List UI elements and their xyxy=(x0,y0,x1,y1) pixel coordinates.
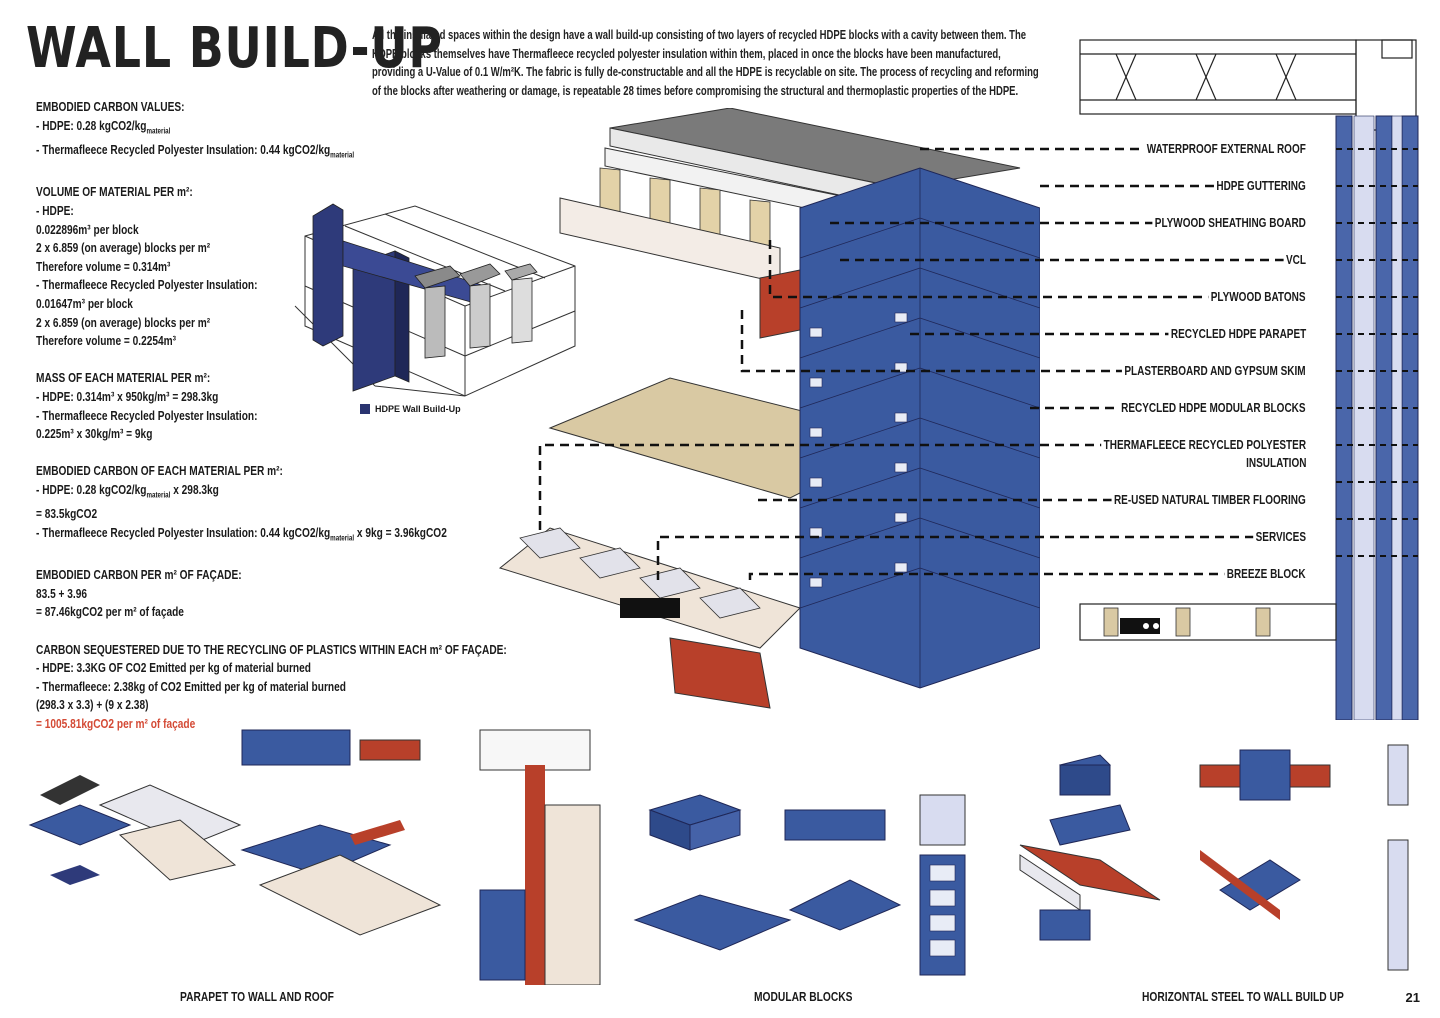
label-plywood-batons: PLYWOOD BATONS xyxy=(1208,288,1306,306)
legend-swatch xyxy=(360,404,370,414)
label-hdpe-guttering: HDPE GUTTERING xyxy=(1214,177,1306,195)
embodied-carbon-facade: EMBODIED CARBON PER m² OF FAÇADE: 83.5 +… xyxy=(36,567,242,620)
caption-parapet: PARAPET TO WALL AND ROOF xyxy=(180,990,334,1004)
label-vcl: VCL xyxy=(1283,251,1306,269)
label-services: SERVICES xyxy=(1253,528,1306,546)
wall-section xyxy=(1079,39,1419,720)
caption-horizontal-steel: HORIZONTAL STEEL TO WALL BUILD UP xyxy=(1142,990,1344,1004)
sequestered-total: = 1005.81kgCO2 per m² of façade xyxy=(36,715,196,731)
label-modular-blocks: RECYCLED HDPE MODULAR BLOCKS xyxy=(1119,399,1306,417)
wireframe-axonometric xyxy=(294,203,576,397)
caption-modular-blocks: MODULAR BLOCKS xyxy=(754,990,853,1004)
embodied-carbon-values: EMBODIED CARBON VALUES: - HDPE: 0.28 kgC… xyxy=(36,98,473,165)
label-timber-flooring: RE-USED NATURAL TIMBER FLOORING xyxy=(1111,491,1306,509)
intro-paragraph: All the insulated spaces within the desi… xyxy=(372,28,1039,98)
embodied-carbon-each: EMBODIED CARBON OF EACH MATERIAL PER m²:… xyxy=(36,463,447,543)
carbon-sequestered: CARBON SEQUESTERED DUE TO THE RECYCLING … xyxy=(36,641,507,734)
legend-label: HDPE Wall Build-Up xyxy=(375,404,461,414)
label-plasterboard: PLASTERBOARD AND GYPSUM SKIM xyxy=(1122,362,1306,380)
calculation-notes: EMBODIED CARBON VALUES: - HDPE: 0.28 kgC… xyxy=(36,98,507,752)
label-breeze-block: BREEZE BLOCK xyxy=(1224,565,1306,583)
label-waterproof-roof: WATERPROOF EXTERNAL ROOF xyxy=(1144,140,1306,158)
label-hdpe-parapet: RECYCLED HDPE PARAPET xyxy=(1168,325,1306,343)
label-insulation: INSULATION xyxy=(1243,454,1306,472)
modular-block-details xyxy=(633,794,966,976)
volume-of-material: VOLUME OF MATERIAL PER m²: - HDPE: 0.022… xyxy=(36,184,258,349)
page-title: WALL BUILD-UP xyxy=(26,16,443,81)
main-axonometric xyxy=(498,108,1040,709)
legend: HDPE Wall Build-Up xyxy=(360,404,461,414)
page-number: 21 xyxy=(1405,990,1420,1005)
section-heading: EMBODIED CARBON VALUES: xyxy=(36,99,185,114)
parapet-details xyxy=(28,729,601,985)
horizontal-steel-details xyxy=(1019,744,1409,971)
mass-of-material: MASS OF EACH MATERIAL PER m²: - HDPE: 0.… xyxy=(36,370,258,442)
label-thermafleece: THERMAFLEECE RECYCLED POLYESTER xyxy=(1101,436,1306,454)
leader-lines xyxy=(538,147,1287,580)
label-plywood-sheathing: PLYWOOD SHEATHING BOARD xyxy=(1152,214,1306,232)
